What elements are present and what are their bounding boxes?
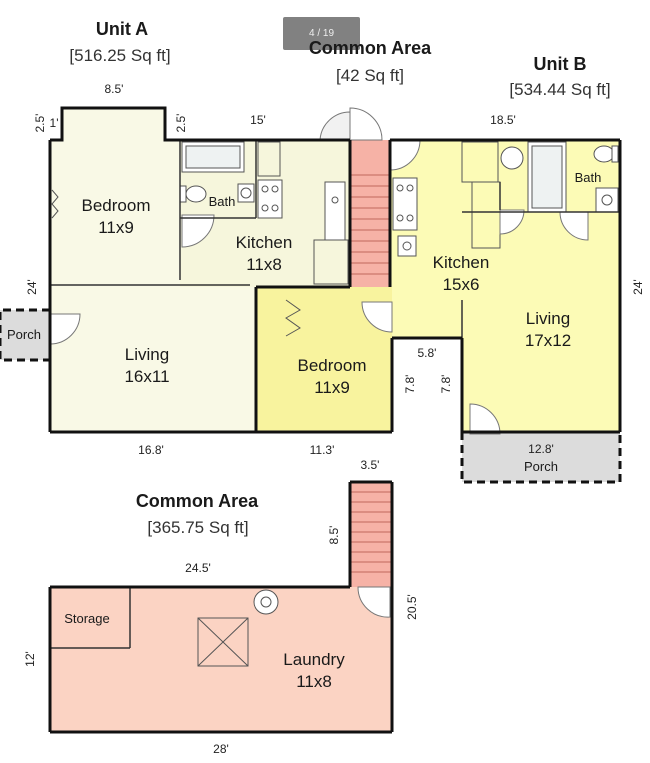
dim-unit-a-right-small: 2.5' bbox=[174, 113, 188, 133]
room-name: Laundry bbox=[283, 650, 345, 669]
unit-b-porch-label: Porch bbox=[524, 459, 558, 474]
room-name: Kitchen bbox=[235, 233, 293, 252]
dim-laundry-bottom: 28' bbox=[213, 742, 229, 756]
unit-b-porch-dim: 12.8' bbox=[528, 442, 554, 456]
unit-a-bath-label: Bath bbox=[208, 194, 236, 209]
room-size: 16x11 bbox=[124, 367, 170, 386]
dim-notch-width: 5.8' bbox=[417, 346, 437, 360]
fixtures bbox=[179, 141, 619, 667]
unit-a-title: Unit A bbox=[95, 19, 149, 39]
room-name: Living bbox=[124, 345, 170, 364]
laundry-floor bbox=[50, 587, 392, 732]
dim-bedroom2-bottom: 11.3' bbox=[309, 443, 335, 457]
top-stair-floor bbox=[350, 140, 390, 287]
lower-stair-treads bbox=[350, 491, 392, 573]
unit-b-area: [534.44 Sq ft] bbox=[509, 80, 611, 99]
room-size: 17x12 bbox=[524, 331, 572, 350]
laundry-label: Laundry 11x8 bbox=[264, 649, 364, 693]
dim-laundry-left: 12' bbox=[23, 651, 37, 667]
interior-partitions bbox=[50, 140, 620, 649]
unit-b-porch-floor bbox=[462, 432, 620, 482]
room-size: 11x9 bbox=[314, 378, 350, 397]
dim-unit-a-left: 24' bbox=[25, 279, 39, 295]
lower-stair-floor bbox=[350, 482, 392, 587]
unit-a-kitchen-label: Kitchen 11x8 bbox=[214, 232, 314, 276]
room-size: 11x9 bbox=[98, 218, 134, 237]
dim-unit-a-left-small: 2.5' bbox=[33, 113, 47, 133]
top-stair-treads bbox=[350, 174, 390, 275]
dim-unit-b-right: 24' bbox=[631, 279, 645, 295]
exterior-walls bbox=[48, 106, 622, 734]
unit-a-bedroom2-label: Bedroom 11x9 bbox=[282, 355, 382, 399]
dim-unit-a-bottom: 16.8' bbox=[138, 443, 164, 457]
dim-stair-height: 8.5' bbox=[327, 525, 341, 545]
unit-b-living-label: Living 17x12 bbox=[498, 308, 598, 352]
unit-a-bedroom-label: Bedroom 11x9 bbox=[66, 195, 166, 239]
unit-b-title: Unit B bbox=[533, 54, 587, 74]
unit-a-area: [516.25 Sq ft] bbox=[69, 46, 171, 65]
room-name: Kitchen bbox=[432, 253, 490, 272]
dim-unit-a-left-small2: 1' bbox=[49, 116, 59, 130]
common-top-area: [42 Sq ft] bbox=[335, 66, 405, 85]
room-name: Bedroom bbox=[297, 356, 367, 375]
dim-laundry-right: 20.5' bbox=[405, 594, 419, 620]
common-top-title: Common Area bbox=[308, 38, 432, 58]
dim-notch-left: 7.8' bbox=[403, 374, 417, 394]
common-bottom-area: [365.75 Sq ft] bbox=[147, 518, 249, 537]
room-name: Living bbox=[525, 309, 571, 328]
dim-laundry-top: 24.5' bbox=[185, 561, 211, 575]
dim-unit-a-top: 8.5' bbox=[104, 82, 124, 96]
room-size: 11x8 bbox=[246, 255, 282, 274]
dim-unit-b-top: 18.5' bbox=[490, 113, 516, 127]
porch-outlines bbox=[0, 308, 622, 484]
dim-notch-right: 7.8' bbox=[439, 374, 453, 394]
door-swings bbox=[49, 107, 589, 618]
room-name: Bedroom bbox=[81, 196, 151, 215]
image-counter[interactable]: 4 / 19 bbox=[283, 17, 360, 50]
room-size: 11x8 bbox=[296, 672, 332, 691]
unit-a-porch-label: Porch bbox=[7, 327, 41, 342]
room-size: 15x6 bbox=[442, 275, 480, 294]
unit-b-kitchen-label: Kitchen 15x6 bbox=[411, 252, 511, 296]
unit-b-bath-label: Bath bbox=[574, 170, 602, 185]
unit-a-living-label: Living 16x11 bbox=[97, 344, 197, 388]
storage-label: Storage bbox=[64, 611, 110, 626]
unit-a-porch-floor bbox=[0, 310, 50, 360]
common-bottom-title: Common Area bbox=[135, 491, 259, 511]
dim-stair-width: 3.5' bbox=[360, 458, 380, 472]
dim-unit-a-mid-top: 15' bbox=[250, 113, 266, 127]
